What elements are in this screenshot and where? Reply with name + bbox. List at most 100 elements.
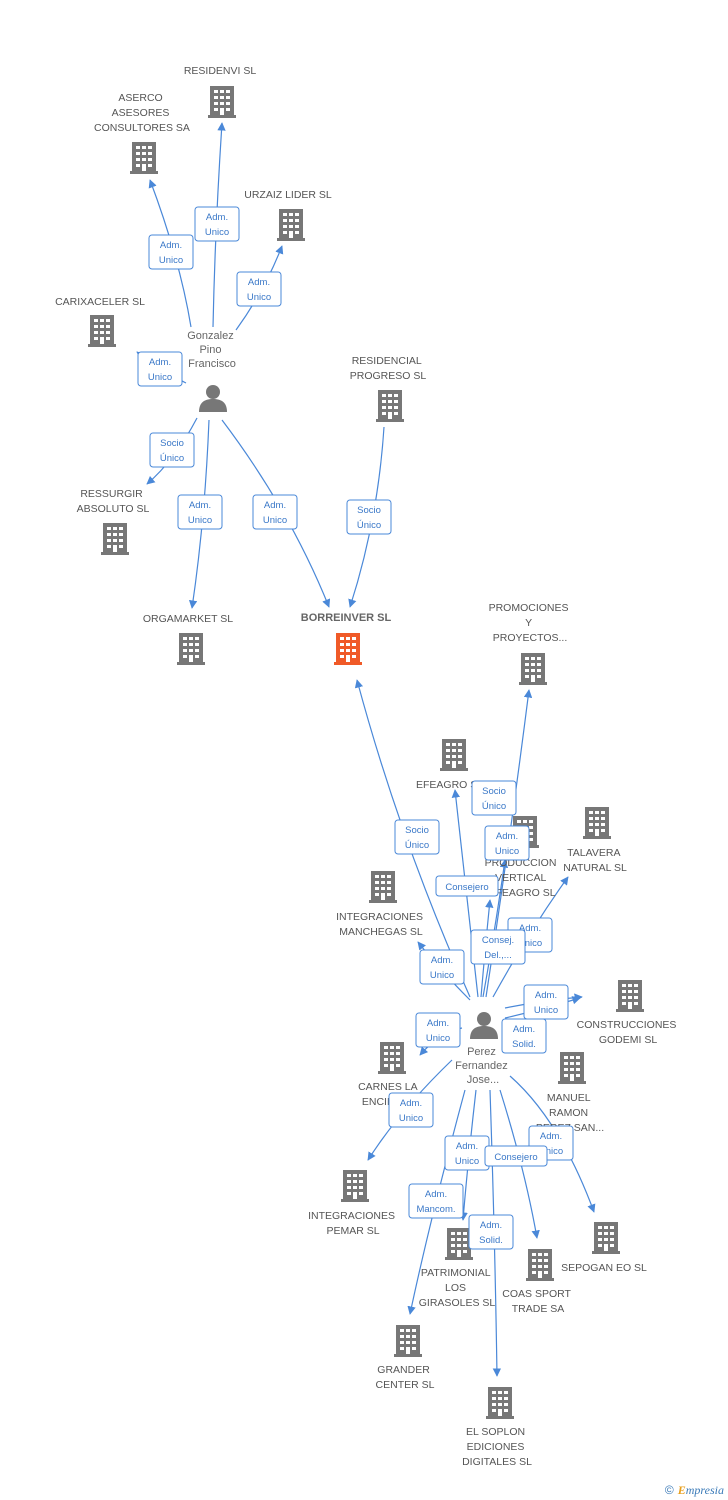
company-node-grander[interactable]: GRANDER CENTER SL [376,1325,435,1391]
building-icon [208,86,236,118]
person-label: Perez Fernandez Jose... [455,1046,511,1086]
edge-label-box[interactable]: Adm.Unico [177,494,223,530]
building-icon [378,1042,406,1074]
nodes-layer: RESIDENVI SL ASERCO ASESORES CONSULTORES… [55,65,680,1468]
company-node-residencial[interactable]: RESIDENCIAL PROGRESO SL [350,355,427,422]
svg-text:Adm.Unico: Adm.Unico [539,1131,563,1157]
company-node-manuel[interactable]: MANUEL RAMON PEREZ SAN... [536,1052,604,1134]
edge-label-box[interactable]: Adm.Unico [419,949,465,985]
svg-text:Adm.Solid.: Adm.Solid. [479,1220,503,1246]
building-icon [616,980,644,1012]
edge-label-box[interactable]: Adm.Unico [444,1135,490,1171]
building-icon [526,1249,554,1281]
brand-logo-initial: E [677,1483,686,1497]
building-icon [394,1325,422,1357]
company-node-sepogan[interactable]: SEPOGAN EO SL [561,1222,647,1274]
svg-text:Adm.Unico: Adm.Unico [518,923,542,949]
svg-text:Adm.Unico: Adm.Unico [455,1141,479,1167]
person-node-perez[interactable]: Perez Fernandez Jose... [455,1012,511,1086]
svg-text:Adm.Unico: Adm.Unico [534,990,558,1016]
svg-text:Adm.Unico: Adm.Unico [159,240,183,266]
company-label: CARIXACELER SL [55,296,145,308]
company-label: INTEGRACIONES MANCHEGAS SL [336,911,426,938]
svg-text:Adm.Unico: Adm.Unico [430,955,454,981]
footer-brand: ©Empresia [665,1483,724,1498]
svg-text:Adm.Unico: Adm.Unico [263,500,287,526]
brand-logo-text: mpresia [685,1483,724,1497]
company-label: EL SOPLON EDICIONES DIGITALES SL [462,1426,532,1468]
svg-text:Consejero: Consejero [445,882,488,893]
company-label: PATRIMONIAL LOS GIRASOLES SL [419,1267,496,1309]
svg-text:Consejero: Consejero [494,1152,537,1163]
edge-label-box[interactable]: Adm.Unico [148,234,194,270]
company-label: COAS SPORT TRADE SA [502,1288,573,1315]
edge-label-box[interactable]: Adm.Solid. [468,1214,514,1250]
company-node-soplon[interactable]: EL SOPLON EDICIONES DIGITALES SL [462,1387,532,1468]
edge-label-box[interactable]: Adm.Unico [484,825,530,861]
svg-text:Adm.Unico: Adm.Unico [399,1098,423,1124]
edge-label-box[interactable]: Consejero [484,1145,548,1167]
company-label: TALAVERA NATURAL SL [563,847,627,874]
company-node-construcciones[interactable]: CONSTRUCCIONES GODEMI SL [577,980,680,1046]
company-node-carixaceler[interactable]: CARIXACELER SL [55,296,145,347]
person-icon [470,1012,498,1039]
edge-label-box[interactable]: Consej.Del.,... [470,929,526,965]
company-label: EFEAGRO S... [416,779,486,791]
company-label: GRANDER CENTER SL [376,1364,435,1391]
company-node-patrimonial[interactable]: PATRIMONIAL LOS GIRASOLES SL [419,1228,496,1309]
company-label: INTEGRACIONES PEMAR SL [308,1210,398,1237]
company-label-main: BORREINVER SL [301,612,392,624]
company-node-integraciones-pemar[interactable]: INTEGRACIONES PEMAR SL [308,1170,398,1237]
company-node-promociones[interactable]: PROMOCIONES Y PROYECTOS... [489,602,572,685]
company-node-residenvi[interactable]: RESIDENVI SL [184,65,257,118]
company-node-efeagro[interactable]: EFEAGRO S... [416,739,486,791]
edge-label-box[interactable]: Adm.Unico [388,1092,434,1128]
edge-label-box[interactable]: Adm.Unico [523,984,569,1020]
building-icon [177,633,205,665]
person-icon [199,385,227,412]
company-node-ressurgir[interactable]: RESSURGIR ABSOLUTO SL [77,488,150,555]
building-icon-highlight [334,633,362,665]
edge-perez-produccion [482,859,509,998]
company-node-urzaiz[interactable]: URZAIZ LIDER SL [244,189,332,241]
building-icon [519,653,547,685]
svg-text:Adm.Mancom.: Adm.Mancom. [416,1189,455,1215]
edge-labels-layer: Adm.Unico Adm.Unico Adm.Unico Adm.Unico … [137,206,574,1250]
building-icon [130,142,158,174]
company-label: ASERCO ASESORES CONSULTORES SA [94,92,190,134]
company-node-orgamarket[interactable]: ORGAMARKET SL [143,613,233,665]
building-icon [486,1387,514,1419]
company-label: ORGAMARKET SL [143,613,233,625]
company-label: RESIDENCIAL PROGRESO SL [350,355,427,382]
company-node-borreinver[interactable]: BORREINVER SL [301,612,392,665]
edge-label-box[interactable]: Adm.Unico [137,351,183,387]
company-node-aserco[interactable]: ASERCO ASESORES CONSULTORES SA [94,92,190,174]
company-node-integraciones-manchegas[interactable]: INTEGRACIONES MANCHEGAS SL [336,871,426,938]
svg-text:Adm.Unico: Adm.Unico [495,831,519,857]
edge-label-box[interactable]: Adm.Unico [252,494,298,530]
svg-text:Adm.Unico: Adm.Unico [188,500,212,526]
edge-label-box[interactable]: Consejero [435,875,499,897]
edge-label-box[interactable]: Adm.Solid. [501,1018,547,1054]
building-icon [369,871,397,903]
person-node-gonzalez[interactable]: Gonzalez Pino Francisco [187,330,237,412]
building-icon [277,209,305,241]
edge-label-box[interactable]: Adm.Unico [236,271,282,307]
company-node-talavera[interactable]: TALAVERA NATURAL SL [563,807,627,874]
svg-text:Consej.Del.,...: Consej.Del.,... [482,935,514,961]
edge-label-box[interactable]: Adm.Unico [194,206,240,242]
edge-label-box[interactable]: Adm.Unico [415,1012,461,1048]
building-icon [341,1170,369,1202]
edge-label-box[interactable]: Adm.Mancom. [408,1183,464,1219]
svg-text:Adm.Unico: Adm.Unico [426,1018,450,1044]
company-node-coas[interactable]: COAS SPORT TRADE SA [502,1249,573,1315]
